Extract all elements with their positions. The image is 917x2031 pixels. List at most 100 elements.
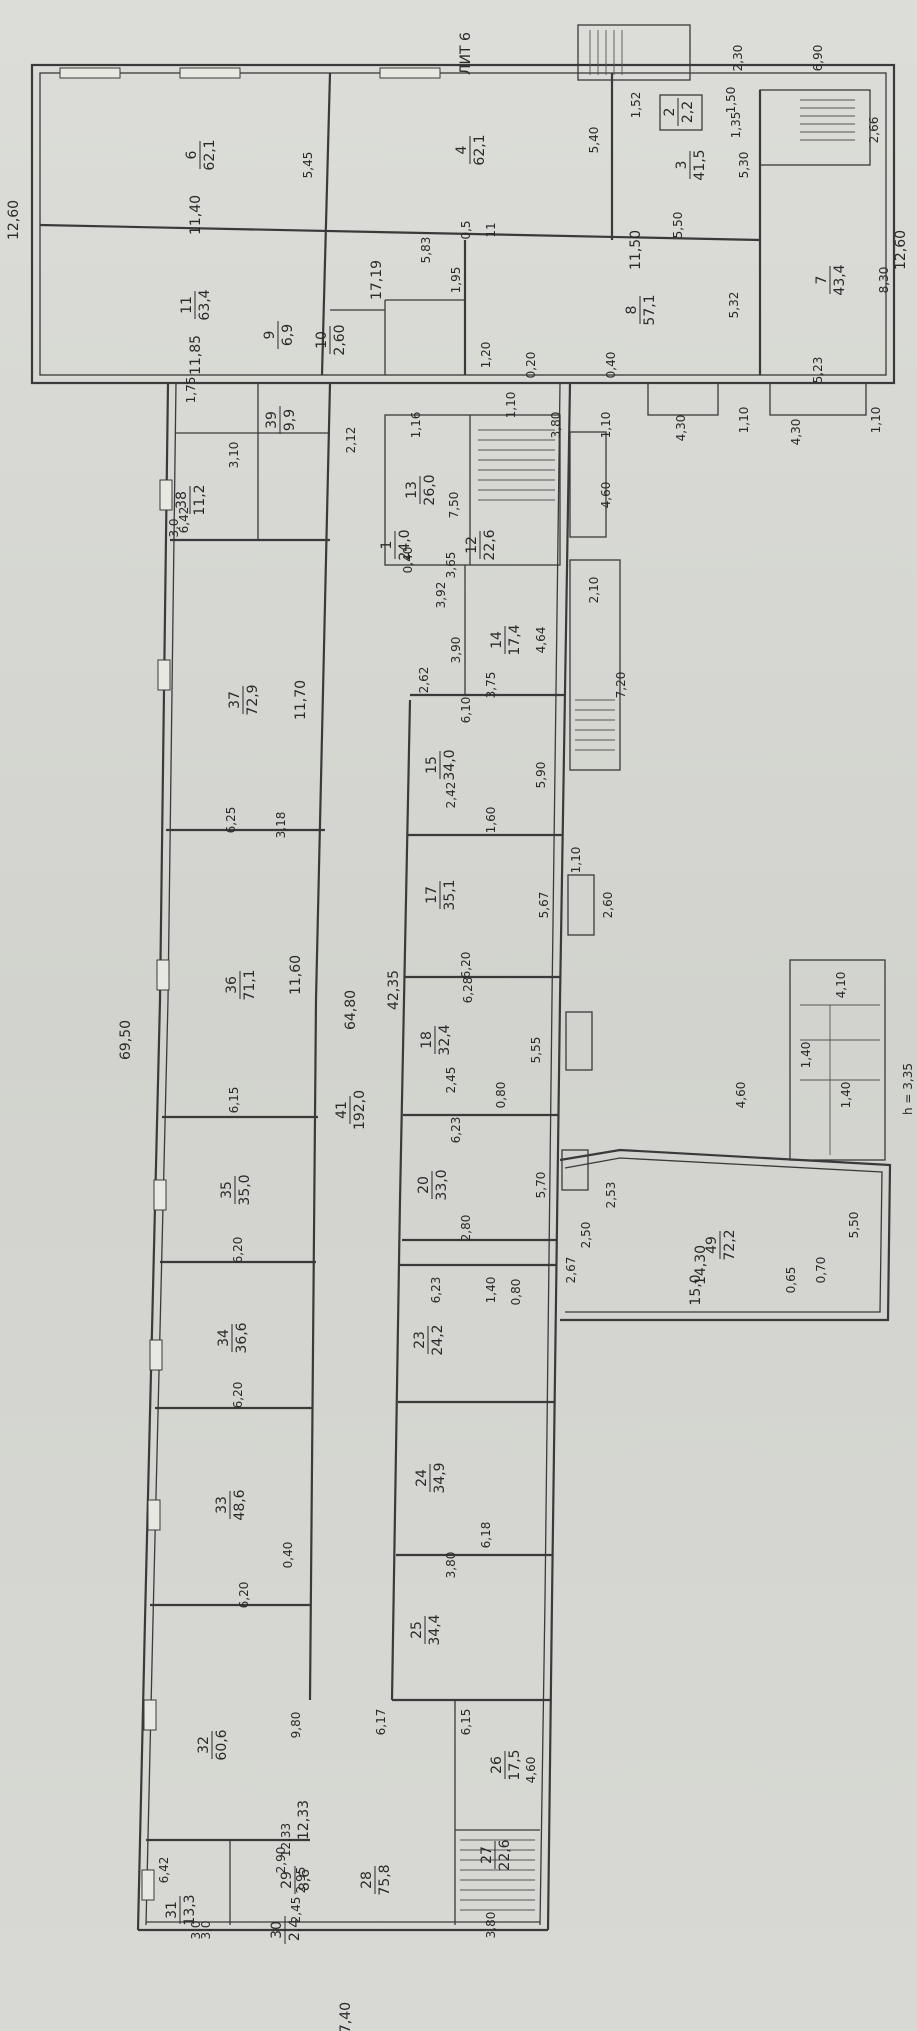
dimension-label: 4,60 bbox=[734, 1082, 748, 1109]
room-number: 9 bbox=[262, 331, 278, 340]
room-number: 34 bbox=[216, 1329, 232, 1347]
dimension-label: 0,70 bbox=[814, 1257, 828, 1284]
dimension-label: 0,5 bbox=[459, 220, 473, 239]
dimension-label: 1,35 bbox=[729, 112, 743, 139]
sheet-title-text: ЛИТ 6 bbox=[458, 32, 474, 75]
dimension-label: 5,90 bbox=[534, 762, 548, 789]
overall-dimension-label: 17,40 bbox=[338, 2002, 354, 2031]
room-area: 71,1 bbox=[242, 969, 258, 1000]
dimension-label: 3,75 bbox=[484, 672, 498, 699]
dimension-label: 5,40 bbox=[587, 127, 601, 154]
dimension-label: 7,50 bbox=[447, 492, 461, 519]
room-number: 39 bbox=[264, 411, 280, 429]
room-number: 20 bbox=[416, 1176, 432, 1194]
dimension-label: 0,20 bbox=[524, 352, 538, 379]
dimension-label: 1,50 bbox=[724, 87, 738, 114]
overall-dimension-label: 14,30 bbox=[693, 1245, 709, 1285]
dimension-label: 3,18 bbox=[274, 812, 288, 839]
dimension-label: 5,23 bbox=[811, 357, 825, 384]
dimension-label: 6,20 bbox=[231, 1382, 245, 1409]
room-area: 26,0 bbox=[422, 474, 438, 505]
height-note-text: h = 3,35 bbox=[901, 1063, 915, 1115]
dimension-label: 1,10 bbox=[599, 412, 613, 439]
height-note: h = 3,35 bbox=[901, 1063, 915, 1115]
room-number: 17,19 bbox=[369, 260, 385, 300]
sheet-title: ЛИТ 6 bbox=[458, 32, 474, 75]
dimension-label: 2,30 bbox=[731, 45, 745, 72]
room-number: 8 bbox=[624, 306, 640, 315]
dimension-label: 0,65 bbox=[784, 1267, 798, 1294]
dimension-label: 3,80 bbox=[444, 1552, 458, 1579]
dimension-label: 2,50 bbox=[579, 1222, 593, 1249]
room-area: 17,4 bbox=[507, 624, 523, 655]
room-number: 15 bbox=[424, 756, 440, 774]
room-area: 6,9 bbox=[280, 324, 296, 346]
room-area: 32,4 bbox=[437, 1024, 453, 1055]
room-area: 2,4 bbox=[287, 1919, 303, 1941]
dimension-label: 6,15 bbox=[459, 1709, 473, 1736]
room-number: 41 bbox=[334, 1101, 350, 1119]
overall-dimension-label: 11,40 bbox=[188, 195, 204, 235]
dimension-label: 2,80 bbox=[459, 1215, 473, 1242]
room-number: 24 bbox=[414, 1469, 430, 1487]
dimension-label: 1,10 bbox=[569, 847, 583, 874]
dimension-label: 0,40 bbox=[401, 547, 415, 574]
room-area: 24,0 bbox=[397, 529, 413, 560]
room-area: 34,9 bbox=[432, 1462, 448, 1493]
dimension-label: 2,53 bbox=[604, 1182, 618, 1209]
dimension-label: 6,42 bbox=[157, 1857, 171, 1884]
dimension-label: 1,60 bbox=[484, 807, 498, 834]
room-number: 10 bbox=[314, 331, 330, 349]
room-area: 43,4 bbox=[832, 264, 848, 295]
room-area: 35,0 bbox=[237, 1174, 253, 1205]
room-area: 13,3 bbox=[182, 1894, 198, 1925]
room-area: 62,1 bbox=[472, 134, 488, 165]
room-area: 57,1 bbox=[642, 294, 658, 325]
dimension-label: 1,10 bbox=[737, 407, 751, 434]
room-number: 49 bbox=[704, 1236, 720, 1254]
dimension-label: 6,20 bbox=[231, 1237, 245, 1264]
room-area: 48,6 bbox=[232, 1489, 248, 1520]
room-area: 2,60 bbox=[332, 324, 348, 355]
dimension-label: 2,45 bbox=[289, 1897, 303, 1924]
room-area: 2,2 bbox=[680, 101, 696, 123]
dimension-label: 6,15 bbox=[227, 1087, 241, 1114]
room-area: 35,1 bbox=[442, 879, 458, 910]
dimension-label: 2,67 bbox=[564, 1257, 578, 1284]
overall-dimension-label: 15,0 bbox=[688, 1274, 704, 1305]
dimension-label: 6,18 bbox=[479, 1522, 493, 1549]
dimension-label: 1,10 bbox=[504, 392, 518, 419]
long-wing-walls bbox=[136, 382, 892, 1932]
dimension-label: 1,16 bbox=[409, 412, 423, 439]
room-number: 18 bbox=[419, 1031, 435, 1049]
dimension-label: 6,42 bbox=[177, 507, 191, 534]
dimension-label: 3,0 bbox=[167, 518, 181, 537]
dimension-label: 1,40 bbox=[799, 1042, 813, 1069]
dimension-label: 0,80 bbox=[494, 1082, 508, 1109]
room-number: 30 bbox=[269, 1921, 285, 1939]
overall-dimension-label: 12,33 bbox=[296, 1800, 312, 1840]
dimension-label: 1,52 bbox=[629, 92, 643, 119]
dimension-label: 0,40 bbox=[604, 352, 618, 379]
dimension-label: 0,40 bbox=[281, 1542, 295, 1569]
dimension-label: 4,64 bbox=[534, 627, 548, 654]
room-number: 37 bbox=[227, 691, 243, 709]
room-number: 14 bbox=[489, 631, 505, 649]
dimension-label: 5,32 bbox=[727, 292, 741, 319]
